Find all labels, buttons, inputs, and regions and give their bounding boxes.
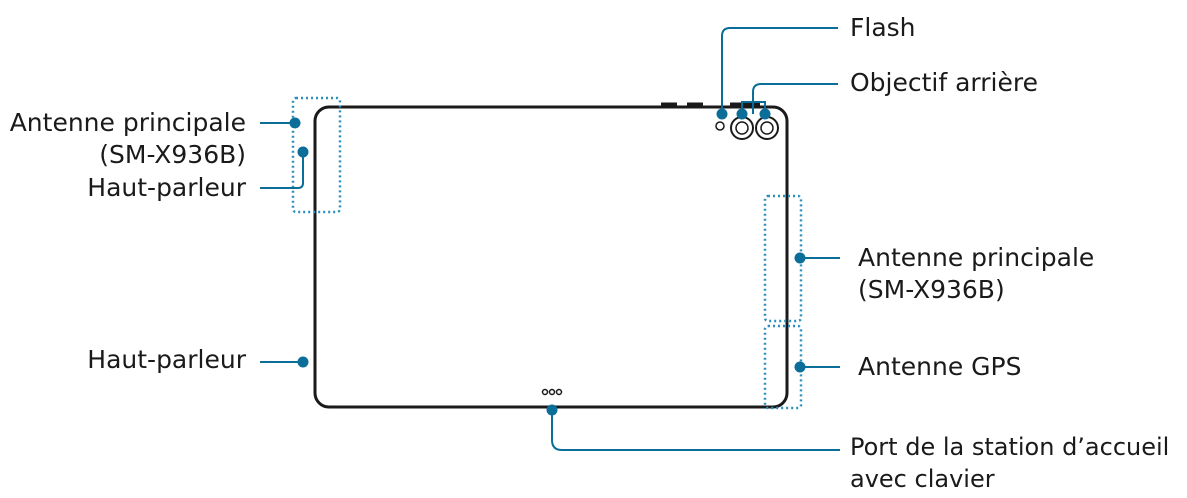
label-main-antenna-right-line1: Antenne principale [858,243,1095,272]
callout-dot-main-antenna-left [289,117,301,129]
label-gps-antenna: Antenne GPS [858,352,1022,381]
dotted-region-right-antenna [763,194,803,323]
label-main-antenna-left-line2: (SM-X936B) [99,140,246,169]
label-flash: Flash [850,13,916,42]
callout-dot-dock-port [546,404,558,416]
callout-line-flash [721,27,838,114]
callout-dot-gps [794,361,806,373]
callout-dot-main-antenna-right [794,252,806,264]
label-main-antenna-right-line2: (SM-X936B) [858,275,1005,304]
dock-port-dot [555,388,563,396]
callout-line-rear-lens [752,83,838,114]
callout-line-speaker-top [260,152,304,189]
callout-line-rear-lens-bridge [741,101,766,114]
callout-dot-speaker-bottom [297,356,309,368]
label-dock-port-line2: avec clavier [850,465,995,493]
dotted-region-left-top [291,96,342,214]
rear-lens-1-inner [735,121,749,135]
callout-dot-flash [716,108,728,120]
rear-lens-2-inner [760,121,774,135]
dock-port-dot [548,388,556,396]
tablet-body [313,105,789,409]
label-dock-port-line1: Port de la station d’accueil [850,433,1170,461]
label-main-antenna-left-line1: Antenne principale [9,108,246,137]
label-speaker-top: Haut-parleur [87,173,246,202]
callout-dot-rear-lens-2 [759,108,771,120]
dotted-region-right-gps [763,324,803,410]
callout-dot-rear-lens-1 [736,108,748,120]
rear-lens-1-outer [730,116,754,140]
rear-lens-2-outer [755,116,779,140]
callout-line-dock-port [551,410,840,451]
label-speaker-bottom: Haut-parleur [87,345,246,374]
flash-icon [715,121,725,131]
dock-port-dot [541,388,549,396]
label-rear-lens: Objectif arrière [850,68,1038,97]
callout-dot-speaker-top [297,146,309,158]
